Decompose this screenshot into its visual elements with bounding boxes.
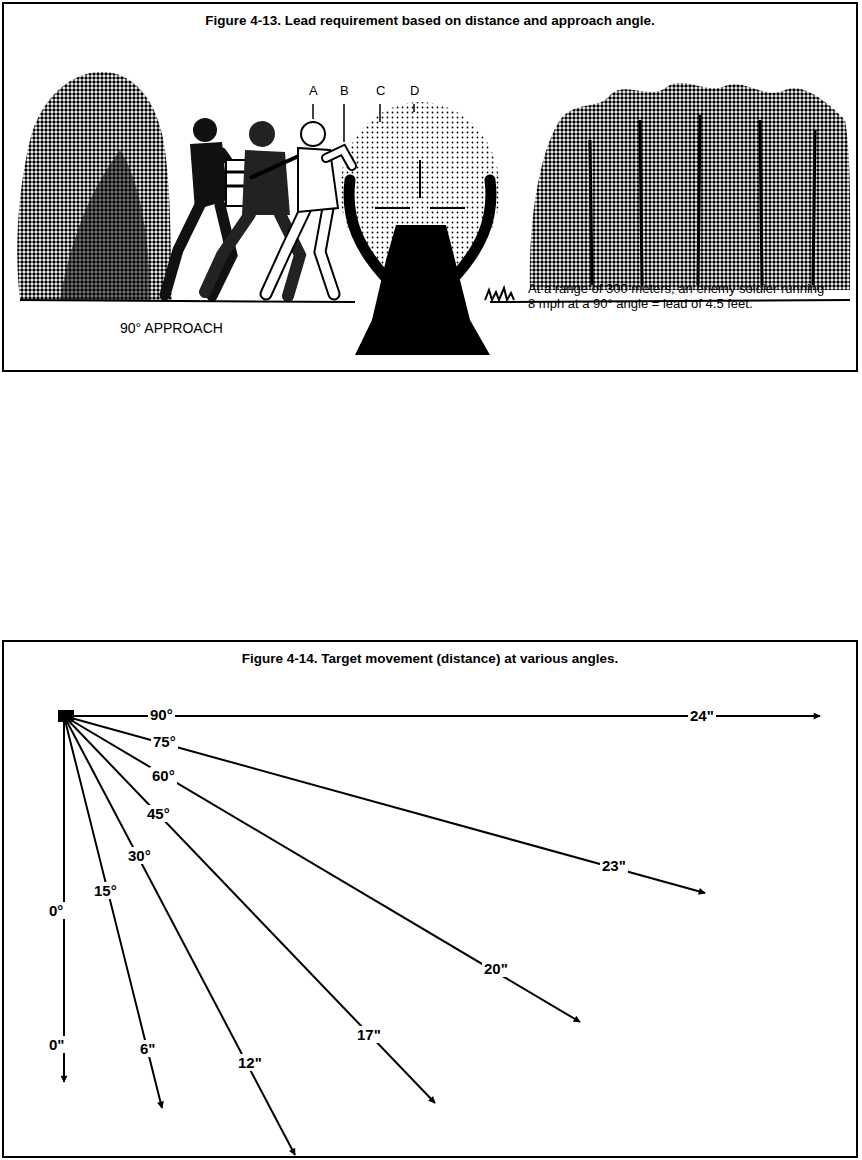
angle-label: 90° xyxy=(148,706,175,723)
distance-label: 6" xyxy=(138,1040,157,1057)
angle-label: 45° xyxy=(145,805,172,822)
left-bush-shadow xyxy=(60,150,150,300)
angle-label: 75° xyxy=(151,733,178,750)
note-text: At a range of 300 meters, an enemy soldi… xyxy=(526,282,830,312)
soldier-3 xyxy=(266,122,352,294)
angle-label: 15° xyxy=(92,882,119,899)
leader-lines xyxy=(313,104,414,142)
angle-label: 60° xyxy=(150,767,177,784)
distance-label: 17" xyxy=(355,1026,383,1043)
point-label: A xyxy=(307,84,320,99)
figure-panel: Figure 4-13. Lead requirement based on d… xyxy=(2,2,858,372)
point-label: D xyxy=(408,84,421,99)
figure-title: Figure 4-13. Lead requirement based on d… xyxy=(4,12,856,30)
figure-panel: Figure 4-14. Target movement (distance) … xyxy=(2,640,858,1158)
distance-label: 0" xyxy=(47,1036,66,1053)
distance-label: 12" xyxy=(236,1054,264,1071)
angle-label: 0° xyxy=(47,902,65,919)
distance-label: 23" xyxy=(600,857,628,874)
soldier-2 xyxy=(205,121,312,296)
right-trees xyxy=(530,83,850,290)
tree-trunks xyxy=(590,115,815,285)
reticle xyxy=(375,160,465,208)
direction-lines xyxy=(64,716,820,1155)
point-label: B xyxy=(338,84,351,99)
distance-label: 24" xyxy=(688,707,716,724)
point-label: C xyxy=(374,84,387,99)
left-bush xyxy=(17,72,172,300)
angle-label: 30° xyxy=(126,847,153,864)
distance-label: 20" xyxy=(482,960,510,977)
approach-label: 90° APPROACH xyxy=(118,320,225,336)
tree-trunk xyxy=(349,180,491,355)
figure-title: Figure 4-14. Target movement (distance) … xyxy=(4,650,856,668)
